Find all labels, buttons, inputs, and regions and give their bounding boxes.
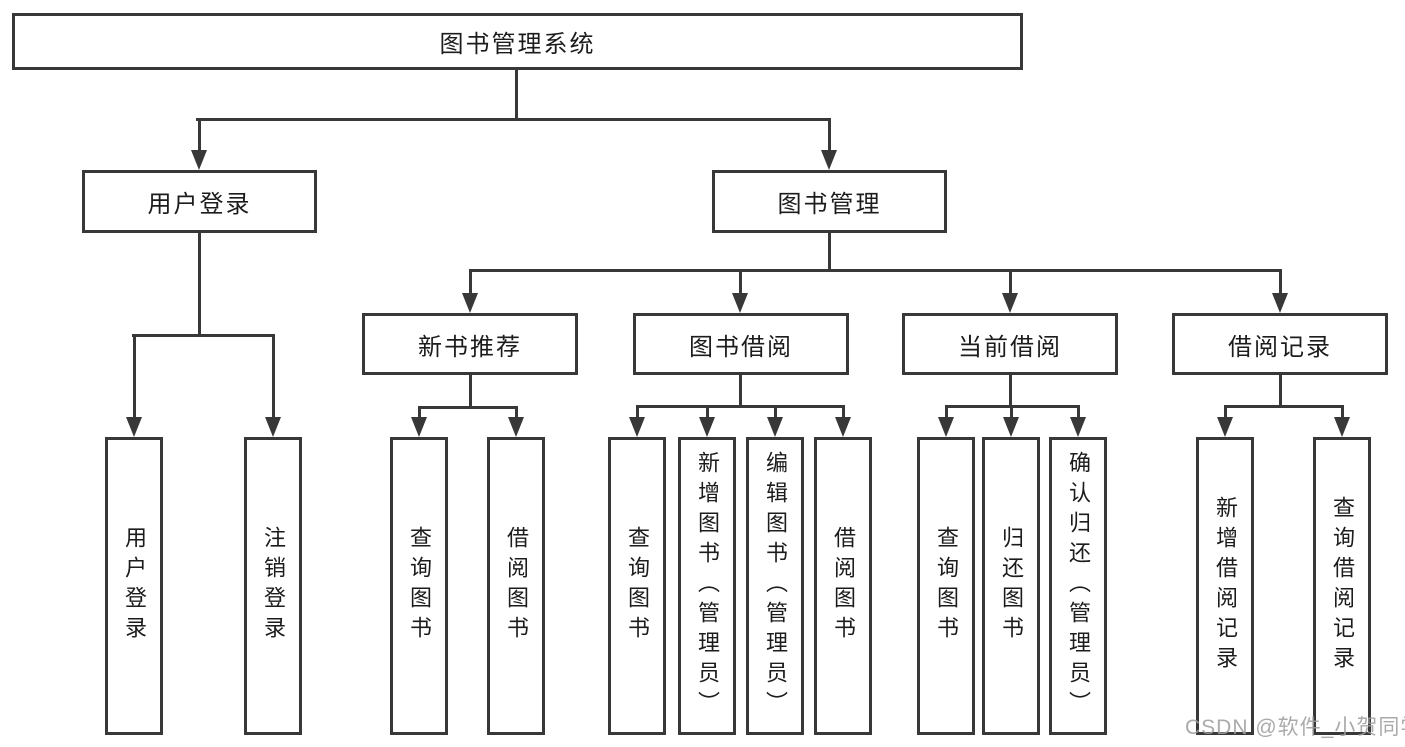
node-label: 用户登录: [122, 526, 147, 646]
connector-line: [636, 405, 845, 408]
node-add-borrow-record: 新增借阅记录: [1196, 437, 1254, 735]
connector-line: [1009, 375, 1012, 407]
node-logout: 注销登录: [244, 437, 302, 735]
connector-arrowhead: [191, 150, 207, 170]
node-label: 查询图书: [625, 526, 650, 646]
node-label: 注销登录: [261, 526, 286, 646]
node-label: 图书管理: [777, 191, 882, 218]
connector-arrowhead: [1002, 293, 1018, 313]
node-label: 图书借阅: [689, 333, 793, 361]
node-edit-books-admin: 编辑图书（管理员）: [746, 437, 804, 735]
connector-line: [469, 375, 472, 408]
connector-line: [739, 375, 742, 407]
node-label: 借阅图书: [504, 526, 529, 646]
node-borrow-books-recommend: 借阅图书: [487, 437, 545, 735]
csdn-watermark: CSDN @软件_小贺同学: [1185, 716, 1405, 739]
node-label: 查询图书: [407, 526, 432, 646]
connector-line: [1341, 405, 1344, 419]
connector-arrowhead: [1334, 417, 1350, 437]
connector-arrowhead: [1003, 417, 1019, 437]
node-add-books-admin: 新增图书（管理员）: [678, 437, 736, 735]
node-label: 借阅图书: [831, 526, 856, 646]
node-book-management-system: 图书管理系统: [12, 13, 1023, 70]
connector-line: [1279, 375, 1282, 407]
connector-arrowhead: [411, 417, 427, 437]
node-label: 新增借阅记录: [1213, 496, 1238, 676]
connector-line: [828, 233, 831, 271]
connector-line: [945, 405, 948, 419]
node-query-borrow-record: 查询借阅记录: [1313, 437, 1371, 735]
node-book-management: 图书管理: [712, 170, 947, 233]
connector-line: [1009, 269, 1012, 295]
connector-line: [198, 118, 201, 152]
connector-line: [636, 405, 639, 419]
node-query-books-recommend: 查询图书: [390, 437, 448, 735]
connector-arrowhead: [1272, 293, 1288, 313]
connector-arrowhead: [938, 417, 954, 437]
connector-arrowhead: [767, 417, 783, 437]
node-book-borrowing: 图书借阅: [633, 313, 849, 375]
node-label: 新书推荐: [418, 333, 522, 361]
connector-arrowhead: [699, 417, 715, 437]
connector-line: [133, 334, 136, 418]
connector-arrowhead: [265, 417, 281, 437]
connector-line: [132, 334, 275, 337]
node-borrow-books-borrowing: 借阅图书: [814, 437, 872, 735]
node-borrowing-records: 借阅记录: [1172, 313, 1388, 375]
connector-line: [1224, 405, 1227, 419]
connector-arrowhead: [1217, 417, 1233, 437]
node-new-book-recommendation: 新书推荐: [362, 313, 578, 375]
node-label: 新增图书（管理员）: [695, 451, 720, 721]
node-label: 归还图书: [999, 526, 1024, 646]
node-label: 用户登录: [147, 191, 252, 218]
connector-line: [1077, 405, 1080, 419]
node-return-books: 归还图书: [982, 437, 1040, 735]
connector-arrowhead: [629, 417, 645, 437]
connector-line: [1224, 405, 1344, 408]
connector-line: [418, 406, 421, 419]
connector-line: [198, 233, 201, 336]
connector-line: [739, 269, 742, 295]
node-query-books-current: 查询图书: [917, 437, 975, 735]
connector-arrowhead: [821, 150, 837, 170]
node-label: 编辑图书（管理员）: [763, 451, 788, 721]
connector-line: [828, 118, 831, 152]
node-label: 图书管理系统: [439, 31, 596, 58]
connector-line: [515, 70, 518, 120]
connector-arrowhead: [732, 293, 748, 313]
node-current-borrowing: 当前借阅: [902, 313, 1118, 375]
connector-line: [1279, 269, 1282, 295]
connector-arrowhead: [126, 417, 142, 437]
node-label: 查询借阅记录: [1330, 496, 1355, 676]
connector-line: [196, 118, 831, 121]
connector-line: [706, 405, 709, 419]
connector-line: [469, 269, 472, 295]
connector-line: [842, 405, 845, 419]
connector-line: [1010, 405, 1013, 419]
node-user-login-group: 用户登录: [82, 170, 317, 233]
node-label: 确认归还（管理员）: [1066, 451, 1091, 721]
node-confirm-return-admin: 确认归还（管理员）: [1049, 437, 1107, 735]
connector-line: [418, 406, 518, 409]
connector-arrowhead: [835, 417, 851, 437]
connector-line: [774, 405, 777, 419]
node-label: 查询图书: [934, 526, 959, 646]
connector-arrowhead: [508, 417, 524, 437]
connector-line: [469, 269, 1282, 272]
connector-arrowhead: [462, 293, 478, 313]
node-query-books-borrowing: 查询图书: [608, 437, 666, 735]
connector-line: [515, 406, 518, 419]
node-label: 借阅记录: [1228, 333, 1332, 361]
connector-line: [272, 334, 275, 418]
connector-arrowhead: [1070, 417, 1086, 437]
node-user-login: 用户登录: [105, 437, 163, 735]
node-label: 当前借阅: [958, 333, 1062, 361]
